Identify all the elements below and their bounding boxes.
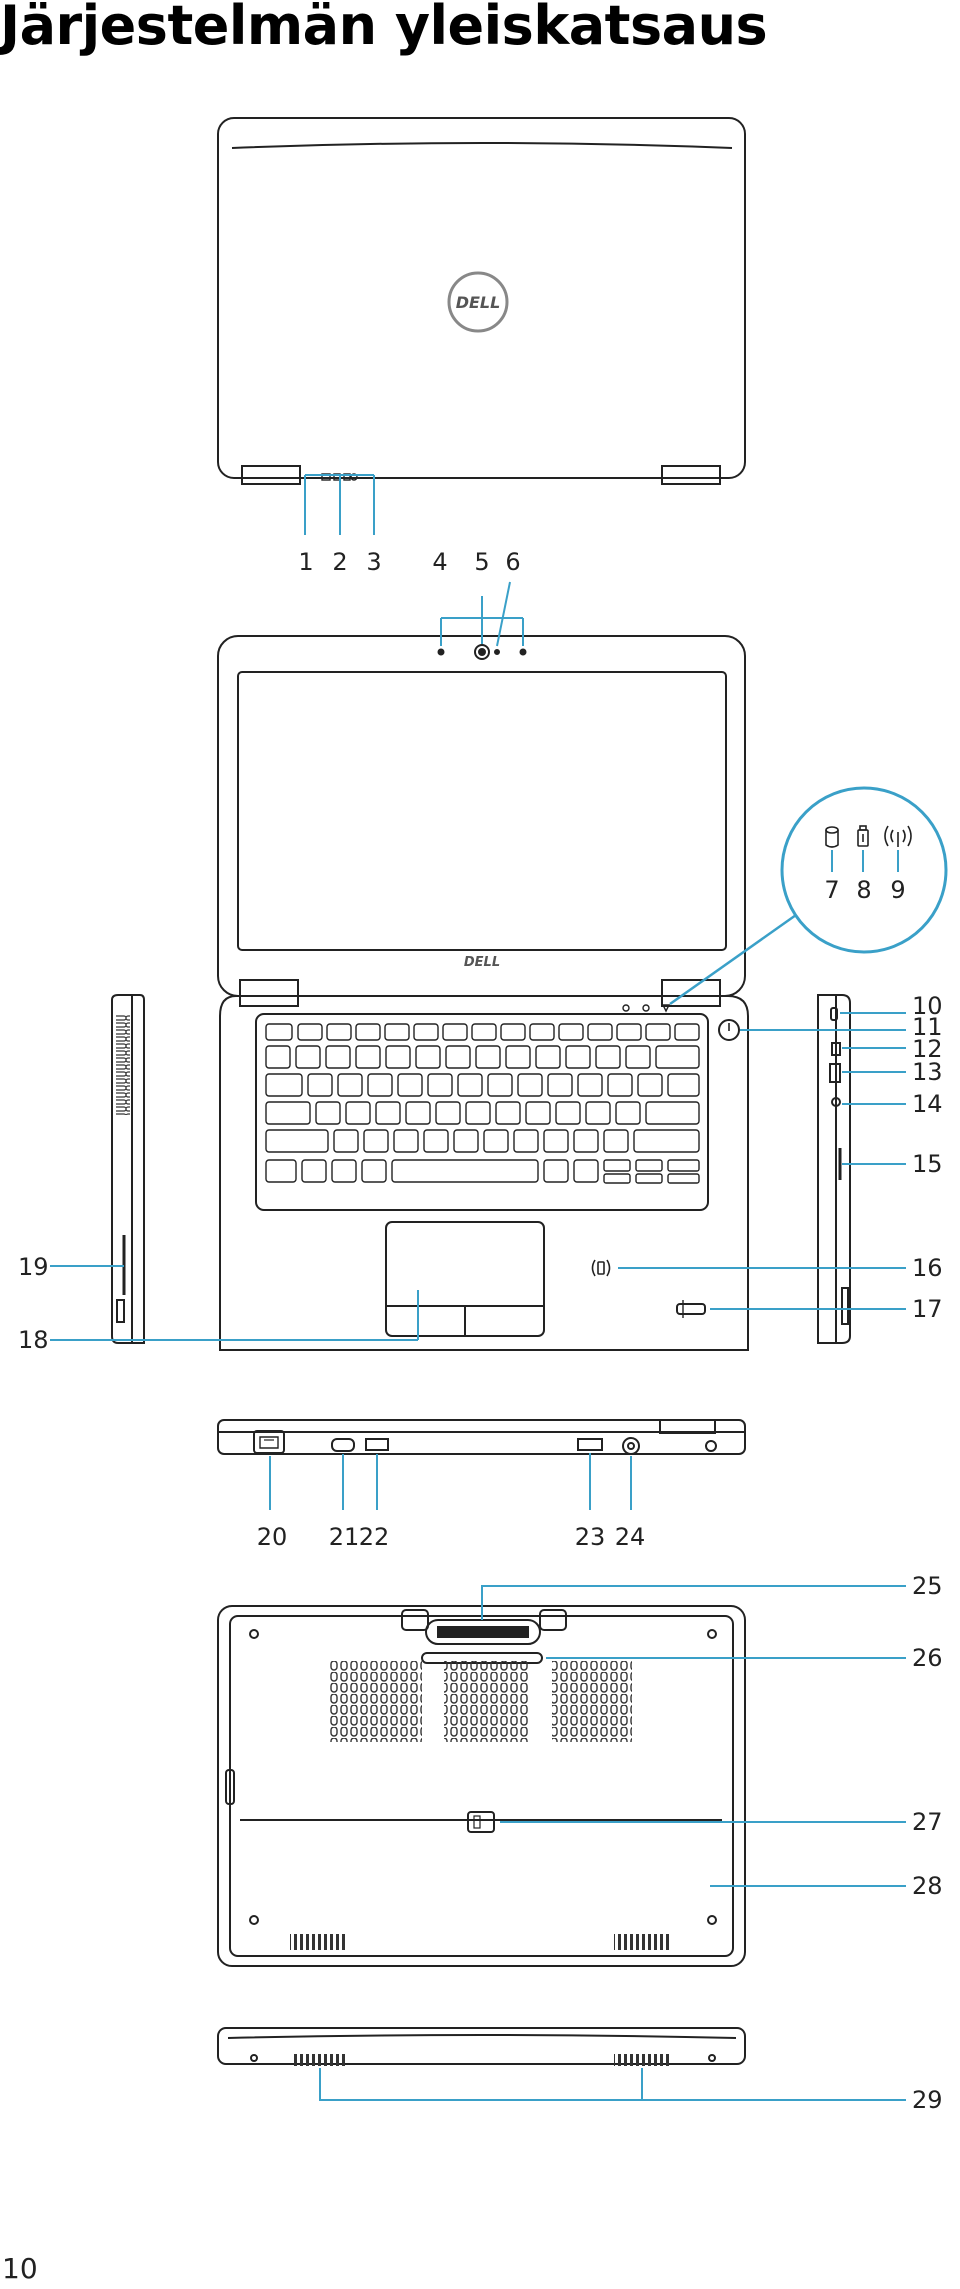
- callout-23: 23: [575, 1523, 606, 1551]
- headset-port: [831, 1097, 841, 1107]
- front-edge-view: [217, 2027, 746, 2066]
- usb-port-back-2: [577, 1438, 603, 1451]
- callout-6: 6: [505, 548, 520, 576]
- callout-10: 10: [912, 992, 943, 1020]
- callout-26: 26: [912, 1644, 943, 1672]
- callout-20: 20: [257, 1523, 288, 1551]
- speaker-grille-left: [290, 1934, 348, 1950]
- network-port-icon: [253, 1430, 285, 1454]
- speaker-grille-right: [614, 1934, 672, 1950]
- power-connector: [622, 1437, 640, 1455]
- battery-release-latch: [467, 1811, 495, 1833]
- fingerprint-icon: [676, 1300, 706, 1318]
- microphone-right: [519, 648, 527, 656]
- callout-2: 2: [332, 548, 347, 576]
- status-lights-base: [622, 1004, 671, 1013]
- callout-25: 25: [912, 1572, 943, 1600]
- callout-12: 12: [912, 1035, 943, 1063]
- dell-logo-text: DELL: [456, 293, 501, 312]
- lid-view: DELL: [217, 117, 746, 485]
- display-screen: [237, 671, 727, 951]
- callout-18: 18: [18, 1326, 49, 1354]
- callout-28: 28: [912, 1872, 943, 1900]
- wireless-icon: [884, 825, 912, 847]
- callout-13: 13: [912, 1058, 943, 1086]
- hdmi-port: [331, 1438, 355, 1452]
- callout-14: 14: [912, 1090, 943, 1118]
- page-title: Järjestelmän yleiskatsaus: [0, 0, 768, 57]
- bezel-brand-text: DELL: [464, 955, 500, 970]
- callout-17: 17: [912, 1295, 943, 1323]
- left-side-view: [111, 994, 145, 1344]
- callout-7: 7: [824, 876, 839, 904]
- nfc-icon: [591, 1259, 611, 1277]
- callout-5: 5: [474, 548, 489, 576]
- microphone-left: [437, 648, 445, 656]
- callout-labels: 1 2 3 4 5 6 7 8 9 10 11 12 13 14 15 16 1…: [18, 548, 943, 2114]
- keyboard: [255, 1013, 709, 1211]
- camera-icon: [474, 644, 490, 660]
- callout-9: 9: [890, 876, 905, 904]
- dell-logo: DELL: [447, 271, 509, 333]
- callout-15: 15: [912, 1150, 943, 1178]
- callout-19: 19: [18, 1253, 49, 1281]
- usb-port-right: [829, 1063, 841, 1083]
- callout-lines: [50, 474, 906, 2101]
- callout-27: 27: [912, 1808, 943, 1836]
- security-lock-slot: [830, 1007, 838, 1021]
- callout-24: 24: [615, 1523, 646, 1551]
- callout-29: 29: [912, 2086, 943, 2114]
- callout-1: 1: [298, 548, 313, 576]
- callout-22: 22: [359, 1523, 390, 1551]
- status-light-magnifier: [669, 786, 948, 1006]
- callout-16: 16: [912, 1254, 943, 1282]
- usb-port-back-1: [365, 1438, 389, 1451]
- bottom-view: [217, 1605, 746, 1967]
- open-laptop-view: DELL: [217, 635, 749, 1351]
- callout-11: 11: [912, 1013, 943, 1041]
- callout-4: 4: [432, 548, 447, 576]
- back-edge-view: [217, 1419, 746, 1455]
- battery-icon: [857, 825, 869, 847]
- callout-3: 3: [366, 548, 381, 576]
- mini-displayport: [831, 1042, 841, 1056]
- hard-drive-icon: [825, 826, 839, 848]
- page-number: 10: [2, 2252, 38, 2285]
- power-icon: [718, 1019, 740, 1041]
- callout-21: 21: [329, 1523, 360, 1551]
- camera-status-light: [494, 649, 500, 655]
- callout-8: 8: [856, 876, 871, 904]
- right-side-view: [817, 994, 851, 1344]
